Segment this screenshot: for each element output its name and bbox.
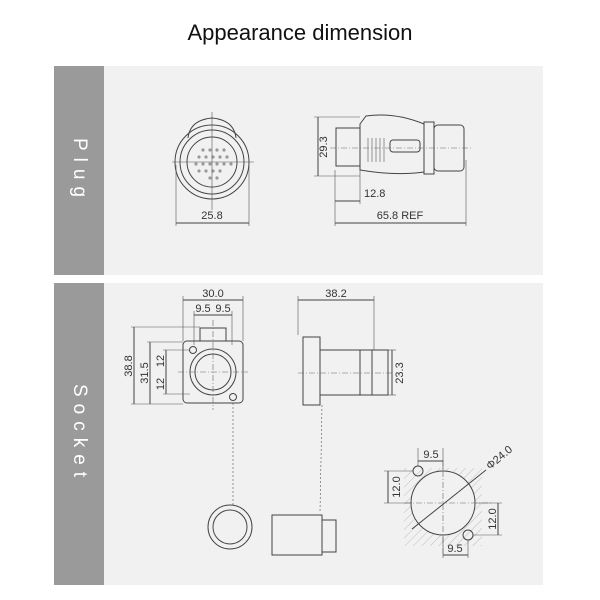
socket-front-view: 30.0 9.5 9.5 38.8 31.5 12 12 xyxy=(123,288,253,550)
dim-cutout-bottom-offset: 9.5 xyxy=(447,543,462,555)
dim-plug-front-width: 25.8 xyxy=(201,210,222,222)
socket-side-label: Socket xyxy=(54,283,104,585)
dim-socket-body-height: 23.3 xyxy=(394,362,406,383)
plug-side-label: Plug xyxy=(54,66,104,275)
dim-plug-total-length: 65.8 REF xyxy=(377,210,424,222)
dim-socket-lower: 12 xyxy=(155,378,167,390)
plug-front-view: 25.8 xyxy=(172,112,254,226)
dim-plug-height: 29.3 xyxy=(318,136,330,157)
dim-plug-front-length: 12.8 xyxy=(364,188,385,200)
dim-socket-half-a: 9.5 xyxy=(195,303,210,315)
dim-cutout-right-height: 12.0 xyxy=(487,508,499,529)
dim-socket-half-b: 9.5 xyxy=(215,303,230,315)
dim-socket-width: 30.0 xyxy=(202,288,223,300)
dim-socket-upper: 12 xyxy=(155,355,167,367)
dim-cutout-diameter: Φ24.0 xyxy=(484,444,515,473)
dim-socket-hole-pitch: 31.5 xyxy=(139,362,151,383)
dim-cutout-top-offset: 9.5 xyxy=(423,449,438,461)
page-title: Appearance dimension xyxy=(187,20,413,45)
dim-socket-height: 38.8 xyxy=(123,355,135,376)
panel-cutout-view: 9.5 12.0 Φ24.0 12.0 9.5 xyxy=(384,444,515,558)
dim-socket-depth: 38.2 xyxy=(325,288,346,300)
dim-cutout-left-height: 12.0 xyxy=(391,476,403,497)
plug-side-view: 29.3 12.8 65.8 REF xyxy=(314,114,472,226)
socket-side-view: 38.2 23.3 xyxy=(271,288,406,556)
